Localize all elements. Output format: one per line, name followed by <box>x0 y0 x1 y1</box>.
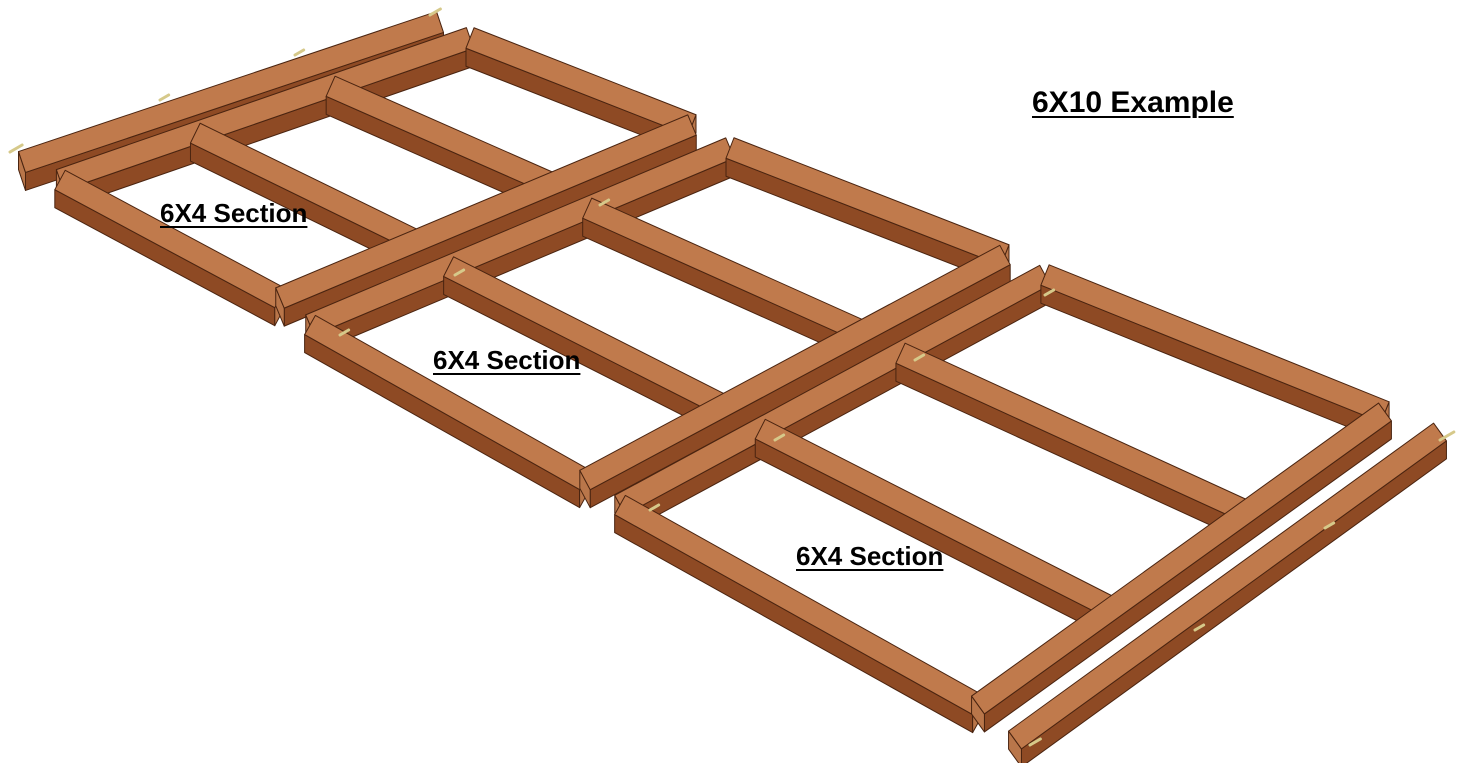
section-1-joist-1-top <box>189 122 422 252</box>
section-2-joist-2-side <box>582 217 859 361</box>
section-1-rail-left-top <box>54 169 286 309</box>
section-3-rail-front <box>971 402 1392 733</box>
section-label-3: 6X4 Section <box>796 541 944 571</box>
section-label-1: 6X4 Section <box>160 198 308 228</box>
section-3-rail-right-side <box>1040 284 1382 441</box>
section-label-2: 6X4 Section <box>433 345 581 375</box>
bolt-6 <box>1323 521 1336 530</box>
section-3-rail-right <box>1040 264 1390 441</box>
diagram-title: 6X10 Example <box>1032 86 1234 119</box>
section-3-rail-right-top <box>1040 264 1390 423</box>
section-2-rail-right <box>725 137 1010 284</box>
section-2-rail-right-top <box>725 137 1010 266</box>
bolt-11 <box>598 198 611 207</box>
section-2-rail-right-side <box>725 157 1002 284</box>
section-2-rail-front-top <box>579 244 1011 491</box>
section-3-joist-2 <box>895 342 1252 541</box>
loose-beam-top-top <box>18 11 444 173</box>
loose-beam-bottom-top <box>1008 422 1447 750</box>
section-3-joist-2-top <box>895 342 1252 523</box>
bolt-2 <box>158 93 171 102</box>
bolt-8 <box>1028 737 1042 747</box>
section-1-rail-front <box>275 114 697 327</box>
section-1-rail-left <box>54 169 286 327</box>
bolt-15 <box>1043 288 1056 297</box>
bolt-13 <box>773 433 786 442</box>
bolt-3 <box>293 48 306 57</box>
bolt-9 <box>338 328 351 337</box>
section-2-rail-left-top <box>304 314 591 491</box>
section-1-joist-2-top <box>325 75 557 195</box>
bolt-1 <box>8 143 24 154</box>
bolt-5 <box>1438 430 1456 442</box>
section-2-joist-2-top <box>582 197 868 343</box>
section-3-rail-front-top <box>971 402 1392 715</box>
bolt-12 <box>648 503 661 512</box>
bolt-7 <box>1193 623 1206 632</box>
bolt-14 <box>913 353 926 362</box>
bolt-4 <box>428 7 442 17</box>
wood-beams <box>18 11 1447 763</box>
bolt-10 <box>453 268 466 277</box>
section-1-rail-right-top <box>465 27 697 136</box>
loose-beam-bottom <box>1008 422 1447 763</box>
section-2-joist-2 <box>582 197 868 361</box>
connector-bolts <box>8 7 1456 747</box>
section-1-rail-front-top <box>275 114 697 309</box>
